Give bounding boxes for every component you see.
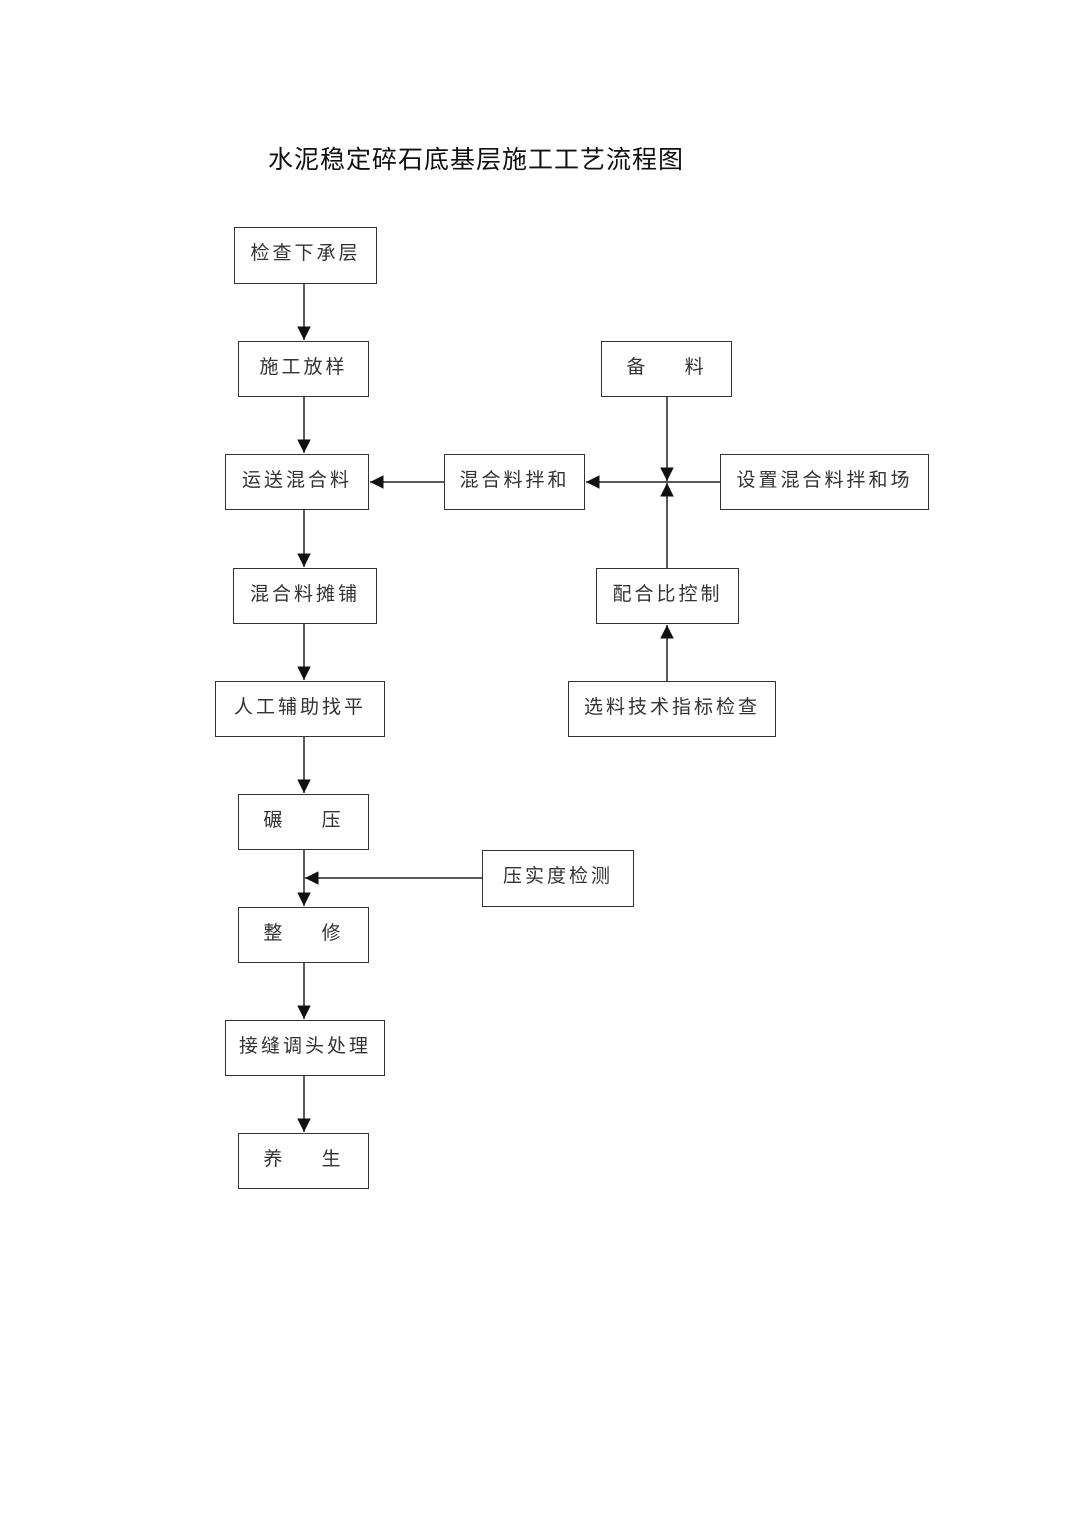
step-trimming: 整 修 — [238, 907, 369, 963]
box-mix-ratio: 配合比控制 — [596, 568, 739, 624]
step-transport-mix: 运送混合料 — [225, 454, 369, 510]
step-spread-mix: 混合料摊铺 — [233, 568, 377, 624]
box-mixing-site: 设置混合料拌和场 — [720, 454, 929, 510]
step-joint-treatment: 接缝调头处理 — [225, 1020, 385, 1076]
step-setting-out: 施工放样 — [238, 341, 369, 397]
box-materials: 备 料 — [601, 341, 732, 397]
step-rolling: 碾 压 — [238, 794, 369, 850]
box-material-check: 选料技术指标检查 — [568, 681, 776, 737]
page-title: 水泥稳定碎石底基层施工工艺流程图 — [268, 145, 685, 174]
box-compaction-test: 压实度检测 — [482, 850, 634, 907]
box-mixing: 混合料拌和 — [444, 454, 585, 510]
step-check-subbase: 检查下承层 — [234, 227, 377, 284]
step-curing: 养 生 — [238, 1133, 369, 1189]
step-manual-leveling: 人工辅助找平 — [215, 681, 385, 737]
